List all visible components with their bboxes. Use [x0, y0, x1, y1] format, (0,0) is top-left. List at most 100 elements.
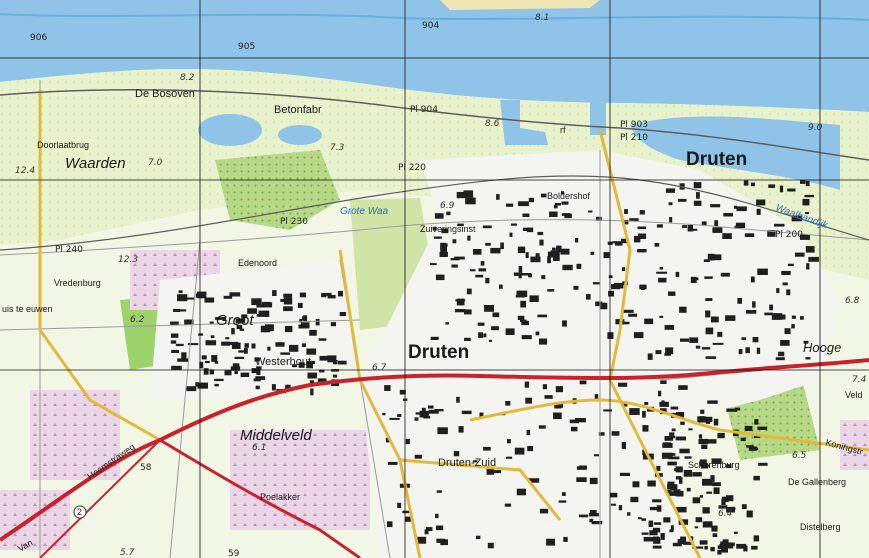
- building: [299, 318, 303, 323]
- building: [752, 301, 756, 308]
- building: [704, 545, 708, 550]
- building: [184, 319, 194, 325]
- building: [705, 327, 714, 335]
- building: [171, 333, 179, 338]
- building: [306, 364, 313, 369]
- building: [231, 342, 241, 349]
- building: [475, 274, 484, 278]
- building: [656, 271, 668, 274]
- building: [671, 428, 676, 432]
- building: [432, 226, 437, 231]
- building: [554, 405, 562, 409]
- building: [654, 243, 660, 247]
- building: [244, 343, 249, 348]
- building: [387, 521, 393, 528]
- building: [244, 348, 248, 354]
- building: [256, 368, 261, 375]
- label-town-center[interactable]: Druten: [408, 342, 469, 363]
- building: [706, 439, 717, 444]
- building: [598, 432, 605, 436]
- building: [656, 505, 662, 512]
- height-6-7: 6.7: [372, 363, 387, 373]
- building: [440, 242, 446, 250]
- building: [240, 372, 250, 377]
- building: [667, 489, 672, 495]
- building: [251, 298, 262, 305]
- building: [479, 412, 484, 417]
- height-6-1: 6.1: [252, 443, 266, 453]
- building: [456, 396, 460, 403]
- building: [227, 341, 239, 346]
- building: [740, 437, 746, 442]
- building: [711, 458, 722, 464]
- building: [315, 319, 320, 326]
- building: [726, 506, 735, 513]
- route-shield-2: [73, 505, 87, 519]
- label-town-north[interactable]: Druten: [686, 149, 747, 170]
- building: [659, 315, 664, 318]
- building: [436, 525, 444, 531]
- building: [757, 426, 768, 430]
- building: [703, 259, 710, 262]
- building: [511, 223, 518, 226]
- building: [463, 190, 474, 198]
- building: [746, 310, 757, 314]
- building: [668, 491, 680, 496]
- building: [215, 317, 226, 320]
- building: [576, 477, 587, 482]
- building: [482, 225, 492, 229]
- building: [754, 419, 759, 425]
- building: [690, 276, 697, 283]
- building: [641, 532, 649, 535]
- height-6-5: 6.5: [792, 451, 807, 461]
- building: [488, 339, 492, 342]
- building: [711, 316, 719, 323]
- building: [750, 276, 755, 283]
- height-7-4: 7.4: [852, 375, 867, 385]
- building: [528, 478, 540, 483]
- building: [804, 194, 815, 198]
- label-werf: rf: [560, 125, 566, 135]
- building: [203, 368, 209, 375]
- building: [518, 266, 523, 273]
- building: [546, 538, 555, 546]
- building: [663, 442, 672, 447]
- building: [254, 357, 260, 362]
- building: [457, 223, 464, 227]
- building: [710, 475, 715, 482]
- building: [405, 516, 411, 522]
- building: [720, 548, 728, 553]
- building: [475, 535, 481, 540]
- building: [652, 527, 661, 533]
- building: [591, 521, 603, 525]
- building: [588, 513, 599, 517]
- building: [399, 389, 406, 395]
- height-7-0: 7.0: [148, 158, 163, 168]
- building: [506, 203, 514, 207]
- building: [171, 365, 182, 370]
- building: [299, 292, 306, 298]
- building: [573, 285, 579, 290]
- building: [692, 472, 702, 477]
- building: [680, 338, 689, 342]
- building: [669, 432, 675, 436]
- building: [711, 525, 718, 532]
- building: [445, 322, 450, 325]
- building: [181, 352, 187, 359]
- building: [547, 256, 551, 264]
- building: [805, 180, 810, 187]
- building: [554, 203, 561, 206]
- building: [787, 188, 796, 192]
- building: [647, 480, 656, 487]
- building: [306, 360, 316, 365]
- building: [231, 328, 235, 335]
- building: [560, 191, 564, 195]
- building: [526, 429, 531, 436]
- label-pl-903: Pl 903: [620, 120, 648, 130]
- label-groot: Groot: [216, 312, 254, 329]
- building: [338, 360, 347, 365]
- label-betonfabr: Betonfabr: [274, 104, 322, 116]
